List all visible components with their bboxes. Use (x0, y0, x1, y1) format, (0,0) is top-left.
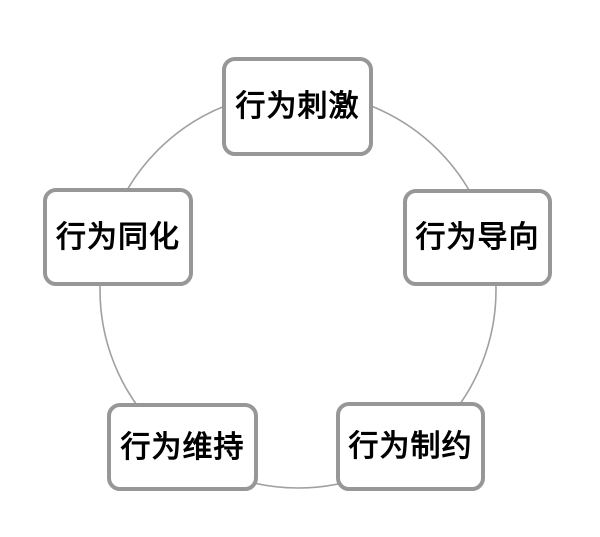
node-box-lower-right[interactable]: 行为制约 (336, 402, 485, 491)
node-box-top[interactable]: 行为刺激 (222, 57, 373, 156)
node-box-upper-left[interactable]: 行为同化 (43, 188, 193, 286)
node-label-upper-right: 行为导向 (415, 220, 540, 255)
node-box-upper-right[interactable]: 行为导向 (403, 189, 552, 286)
node-box-lower-left[interactable]: 行为维持 (107, 403, 258, 491)
node-label-top: 行为刺激 (235, 89, 360, 124)
node-label-lower-right: 行为制约 (348, 429, 473, 464)
node-label-lower-left: 行为维持 (120, 429, 245, 465)
node-label-upper-left: 行为同化 (56, 219, 180, 255)
